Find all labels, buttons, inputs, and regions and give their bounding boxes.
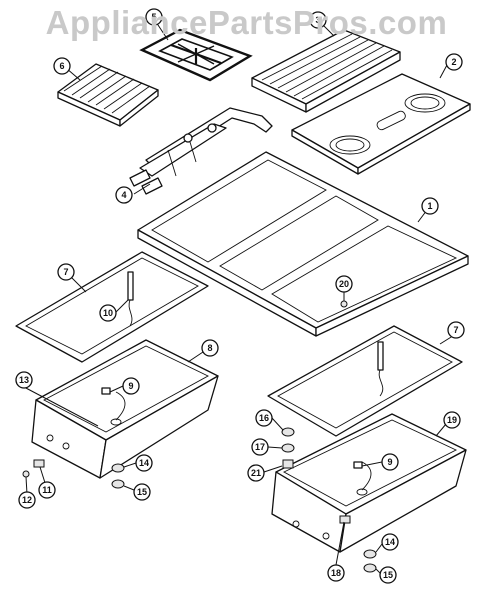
gasket-plate-right-part	[267, 325, 463, 437]
callout-17[interactable]: 17	[251, 438, 269, 456]
callout-3[interactable]: 3	[309, 11, 327, 29]
drain-plug-part	[340, 300, 348, 308]
probe-left-part	[127, 271, 134, 327]
callout-4[interactable]: 4	[115, 186, 133, 204]
callout-label: 9	[387, 457, 392, 467]
callout-label: 13	[19, 375, 29, 385]
nut-right-upper-part	[281, 427, 295, 437]
clip-part	[33, 459, 45, 468]
callout-15-left[interactable]: 15	[133, 483, 151, 501]
callout-15-right[interactable]: 15	[379, 566, 397, 584]
callout-11[interactable]: 11	[38, 481, 56, 499]
callout-label: 16	[259, 413, 269, 423]
burner-tube-part	[129, 107, 273, 195]
callout-label: 9	[128, 381, 133, 391]
callout-7-right[interactable]: 7	[447, 321, 465, 339]
callout-label: 19	[447, 415, 457, 425]
callout-label: 18	[331, 568, 341, 578]
callout-label: 12	[22, 495, 32, 505]
nut-right-part	[363, 549, 377, 559]
callout-20[interactable]: 20	[335, 275, 353, 293]
callout-6[interactable]: 6	[53, 57, 71, 75]
probe-right-part	[377, 341, 384, 397]
washer-right-lower-part	[363, 563, 377, 573]
callout-7-left[interactable]: 7	[57, 263, 75, 281]
spacer-right-part	[282, 459, 294, 469]
callout-label: 2	[451, 57, 456, 67]
callout-label: 4	[121, 190, 126, 200]
callout-19[interactable]: 19	[443, 411, 461, 429]
callout-label: 3	[315, 15, 320, 25]
washer-left-part	[111, 479, 125, 489]
callout-9-left[interactable]: 9	[122, 377, 140, 395]
cooktop-tray-part	[137, 151, 469, 337]
callout-21[interactable]: 21	[247, 464, 265, 482]
callout-label: 5	[151, 12, 156, 22]
callout-14-left[interactable]: 14	[135, 454, 153, 472]
callout-14-right[interactable]: 14	[381, 533, 399, 551]
callout-label: 14	[385, 537, 395, 547]
nut-left-part	[111, 463, 125, 473]
callout-10[interactable]: 10	[99, 304, 117, 322]
cover-plate-part	[291, 73, 471, 175]
callout-label: 7	[63, 267, 68, 277]
callout-label: 10	[103, 308, 113, 318]
callout-label: 17	[255, 442, 265, 452]
grill-grate-part	[57, 63, 159, 127]
callout-label: 11	[42, 485, 52, 495]
callout-label: 20	[339, 279, 349, 289]
washer-right-part	[281, 443, 295, 453]
callout-16[interactable]: 16	[255, 409, 273, 427]
callout-12[interactable]: 12	[18, 491, 36, 509]
callout-label: 7	[453, 325, 458, 335]
callout-label: 15	[383, 570, 393, 580]
screw-part	[22, 470, 30, 478]
griddle-part	[251, 29, 401, 113]
callout-label: 15	[137, 487, 147, 497]
watermark-text: AppliancePartsPros.com	[45, 4, 448, 41]
callout-5[interactable]: 5	[145, 8, 163, 26]
callout-label: 6	[59, 61, 64, 71]
callout-9-right[interactable]: 9	[381, 453, 399, 471]
callout-1[interactable]: 1	[421, 197, 439, 215]
callout-label: 14	[139, 458, 149, 468]
callout-18[interactable]: 18	[327, 564, 345, 582]
callout-label: 8	[207, 343, 212, 353]
callout-2[interactable]: 2	[445, 53, 463, 71]
burner-grate-part	[139, 28, 253, 82]
callout-13[interactable]: 13	[15, 371, 33, 389]
callout-label: 1	[427, 201, 432, 211]
callout-8[interactable]: 8	[201, 339, 219, 357]
callout-label: 21	[251, 468, 261, 478]
